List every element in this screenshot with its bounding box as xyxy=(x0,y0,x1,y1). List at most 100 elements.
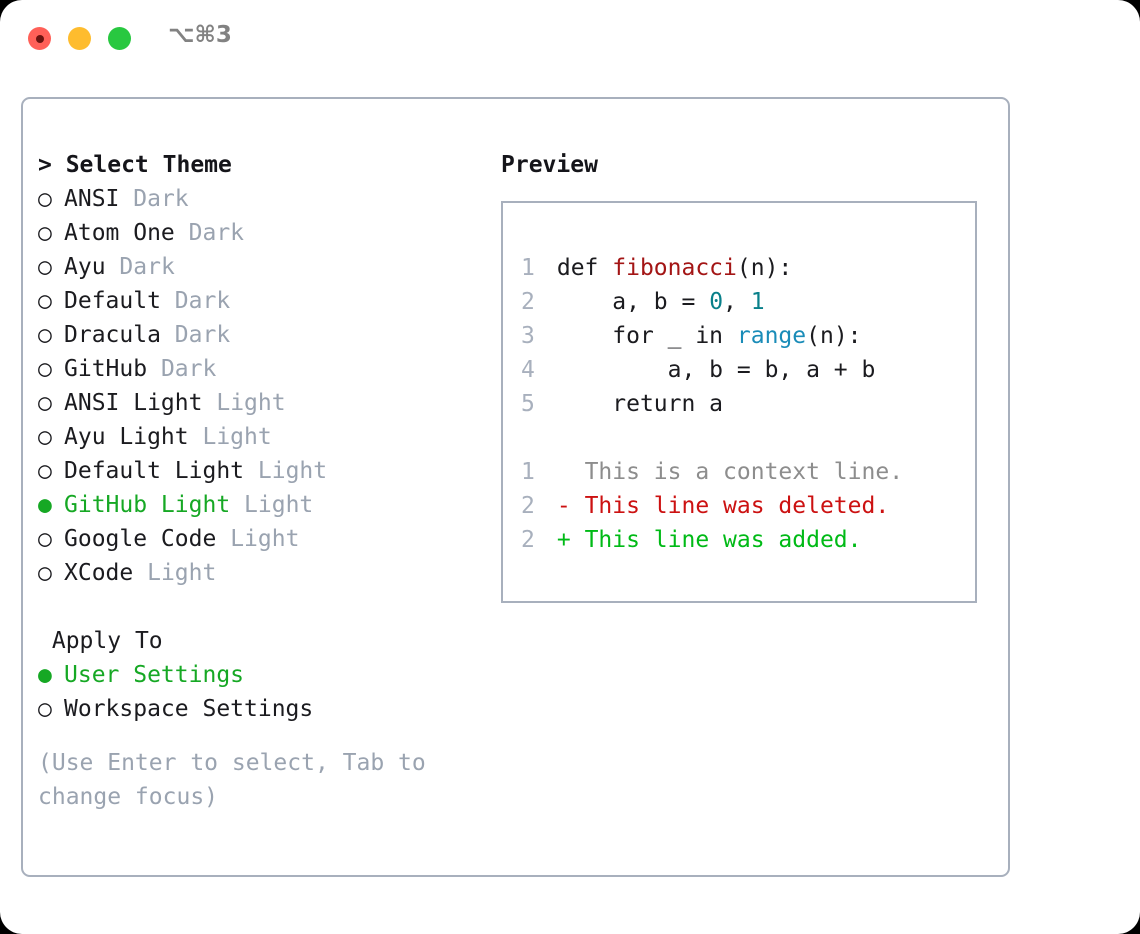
theme-name: Default Light xyxy=(64,458,245,484)
maximize-button[interactable] xyxy=(108,27,131,50)
diff-line: 2 + This line was added. xyxy=(521,523,969,557)
theme-mode-tag: Light xyxy=(230,526,300,552)
diff-text: This is a context line. xyxy=(584,459,904,485)
line-number: 2 xyxy=(521,527,535,553)
keyboard-hint: (Use Enter to select, Tab to change focu… xyxy=(38,750,426,810)
close-button[interactable] xyxy=(28,27,51,50)
code-diff-gap xyxy=(521,421,969,455)
title-bar: ⌥⌘3 xyxy=(0,0,1140,80)
apply-to-option-workspace-settings[interactable]: ○ Workspace Settings xyxy=(38,692,498,726)
diff-marker: - xyxy=(556,493,585,519)
code-token: , xyxy=(723,289,751,315)
radio-unselected-icon: ○ xyxy=(38,560,52,586)
line-number: 1 xyxy=(521,255,535,281)
radio-unselected-icon: ○ xyxy=(38,220,52,246)
theme-mode-tag: Dark xyxy=(174,288,231,314)
line-number: 4 xyxy=(521,357,535,383)
line-number: 3 xyxy=(521,323,535,349)
code-line: 4 a, b = b, a + b xyxy=(521,353,969,387)
code-token: 1 xyxy=(750,289,765,315)
theme-option-xcode[interactable]: ○ XCode Light xyxy=(38,556,498,590)
theme-name: Atom One xyxy=(64,220,175,246)
theme-mode-tag: Dark xyxy=(119,254,175,280)
line-number: 1 xyxy=(521,459,535,485)
theme-option-default-light[interactable]: ○ Default Light Light xyxy=(38,454,498,488)
diff-sample: 1 This is a context line.2 - This line w… xyxy=(521,455,969,557)
theme-option-ansi[interactable]: ○ANSI Dark xyxy=(38,182,498,216)
radio-unselected-icon: ○ xyxy=(38,526,52,552)
theme-option-ayu-light[interactable]: ○ Ayu Light Light xyxy=(38,420,498,454)
line-number: 2 xyxy=(521,289,535,315)
main-panel: > Select Theme ○ANSI Dark○Atom One Dark○… xyxy=(21,97,1010,877)
theme-name: Ayu Light xyxy=(64,424,189,450)
code-token: 0 xyxy=(709,289,724,315)
code-line: 5 return a xyxy=(521,387,969,421)
theme-option-ansi-light[interactable]: ○ ANSI Light Light xyxy=(38,386,498,420)
radio-unselected-icon: ○ xyxy=(38,696,52,722)
theme-mode-tag: Light xyxy=(216,390,286,416)
radio-unselected-icon: ○ xyxy=(38,390,52,416)
code-line: 3 for _ in range(n): xyxy=(521,319,969,353)
theme-option-default[interactable]: ○ Default Dark xyxy=(38,284,498,318)
radio-unselected-icon: ○ xyxy=(38,458,52,484)
theme-name: Google Code xyxy=(64,526,217,552)
theme-option-github[interactable]: ○GitHub Dark xyxy=(38,352,498,386)
theme-mode-tag: Light xyxy=(257,458,328,484)
theme-mode-tag: Light xyxy=(147,560,217,586)
theme-option-google-code[interactable]: ○ Google Code Light xyxy=(38,522,498,556)
apply-to-list: ●User Settings ○ Workspace Settings xyxy=(38,658,498,726)
diff-line: 2 - This line was deleted. xyxy=(521,489,969,523)
radio-unselected-icon: ○ xyxy=(38,322,52,348)
code-token: a, b = b, a + b xyxy=(556,357,876,383)
theme-name: GitHub Light xyxy=(64,492,231,518)
code-token: fibonacci xyxy=(612,255,737,281)
theme-name: Dracula xyxy=(64,322,161,348)
theme-name: GitHub xyxy=(64,356,148,382)
radio-selected-icon: ● xyxy=(38,492,52,518)
keyboard-shortcut-label: ⌥⌘3 xyxy=(168,22,232,48)
code-token: a, b = xyxy=(556,289,710,315)
theme-name: XCode xyxy=(64,560,134,586)
theme-name: ANSI xyxy=(64,186,120,212)
theme-mode-tag: Light xyxy=(202,424,272,450)
theme-mode-tag: Dark xyxy=(160,356,217,382)
apply-to-label: Workspace Settings xyxy=(64,696,314,722)
code-token: def xyxy=(556,255,613,281)
theme-mode-tag: Dark xyxy=(174,322,231,348)
theme-option-github-light[interactable]: ● GitHub Light Light xyxy=(38,488,498,522)
preview-heading: Preview xyxy=(501,152,598,178)
code-token: for _ in xyxy=(556,323,737,349)
minimize-button[interactable] xyxy=(68,27,91,50)
diff-marker xyxy=(557,459,585,485)
code-token: (n): xyxy=(806,323,862,349)
theme-mode-tag: Dark xyxy=(188,220,245,246)
line-number: 2 xyxy=(521,493,535,519)
theme-option-atom-one[interactable]: ○ Atom One Dark xyxy=(38,216,498,250)
select-theme-heading: > Select Theme xyxy=(38,152,232,178)
diff-marker: + xyxy=(556,527,585,553)
code-token: (n): xyxy=(736,255,793,281)
apply-to-option-user-settings[interactable]: ●User Settings xyxy=(38,658,498,692)
theme-list: ○ANSI Dark○Atom One Dark○Ayu Dark○Defaul… xyxy=(38,182,498,590)
code-line: 2 a, b = 0, 1 xyxy=(521,285,969,319)
radio-unselected-icon: ○ xyxy=(38,254,52,280)
diff-line: 1 This is a context line. xyxy=(521,455,969,489)
line-number: 5 xyxy=(521,391,535,417)
theme-option-ayu[interactable]: ○Ayu Dark xyxy=(38,250,498,284)
radio-unselected-icon: ○ xyxy=(38,288,52,314)
theme-option-dracula[interactable]: ○ Dracula Dark xyxy=(38,318,498,352)
apply-to-heading: Apply To xyxy=(51,628,163,654)
radio-selected-icon: ● xyxy=(38,662,52,688)
diff-text: This line was deleted. xyxy=(584,493,890,519)
theme-mode-tag: Light xyxy=(244,492,314,518)
traffic-lights xyxy=(28,27,131,50)
theme-name: ANSI Light xyxy=(64,390,203,416)
code-token: return a xyxy=(556,391,724,417)
theme-name: Default xyxy=(64,288,161,314)
diff-text: This line was added. xyxy=(584,527,862,553)
radio-unselected-icon: ○ xyxy=(38,424,52,450)
radio-unselected-icon: ○ xyxy=(38,186,52,212)
